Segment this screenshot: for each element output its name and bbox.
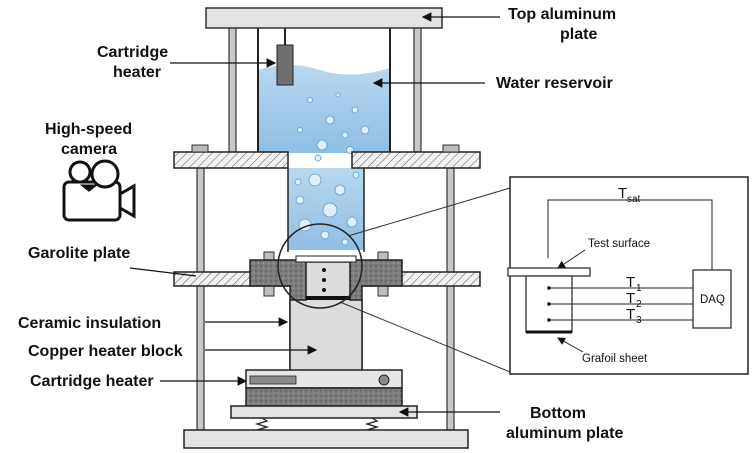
cartridge-heater-top	[276, 28, 294, 86]
daq-box	[692, 269, 732, 329]
bottom-support-plate	[230, 405, 418, 419]
water-reservoir	[257, 28, 391, 252]
test-surface-label: Test surface	[588, 238, 650, 250]
grafoil-sheet	[306, 296, 350, 300]
label-camera-1: High-speed	[45, 121, 132, 138]
label-top-plate-2: plate	[560, 26, 597, 43]
test-surface	[295, 255, 357, 263]
label-bottom-plate-2: aluminum plate	[506, 425, 623, 442]
t3-sub: 3	[636, 315, 642, 326]
grafoil-label: Grafoil sheet	[582, 353, 648, 365]
label-cartridge-heater-bottom: Cartridge heater	[30, 373, 154, 390]
label-cartridge-heater-top-1: Cartridge	[97, 44, 168, 61]
tsat-main: T	[618, 185, 627, 202]
middle-bolts	[191, 144, 460, 153]
zoom-circle	[277, 223, 363, 309]
label-camera-2: camera	[61, 141, 117, 158]
label-top-plate-1: Top aluminum	[508, 6, 616, 23]
inset-box: T sat Test surface T 1 T 2 T 3 DAQ Grafo…	[507, 176, 749, 375]
middle-hatched-plate	[173, 151, 481, 169]
top-aluminum-plate	[205, 7, 443, 29]
label-garolite-plate: Garolite plate	[28, 245, 130, 262]
leader-lines	[129, 12, 500, 417]
tsat-sub: sat	[627, 194, 641, 205]
label-water-reservoir: Water reservoir	[496, 75, 613, 92]
t2-sub: 2	[636, 299, 642, 310]
t1-main: T	[626, 274, 635, 291]
label-cartridge-heater-top-2: heater	[113, 64, 161, 81]
thermocouple-points	[322, 268, 326, 292]
label-bottom-plate-1: Bottom	[530, 405, 586, 422]
bottom-aluminum-plate	[183, 429, 469, 449]
label-ceramic-insulation: Ceramic insulation	[18, 315, 161, 332]
camera-icon	[62, 159, 136, 222]
t1-sub: 1	[636, 283, 642, 294]
label-copper-block: Copper heater block	[28, 343, 183, 360]
daq-label: DAQ	[700, 294, 725, 306]
t3-main: T	[626, 306, 635, 323]
t2-main: T	[626, 290, 635, 307]
cartridge-heater-bottom	[245, 369, 403, 407]
